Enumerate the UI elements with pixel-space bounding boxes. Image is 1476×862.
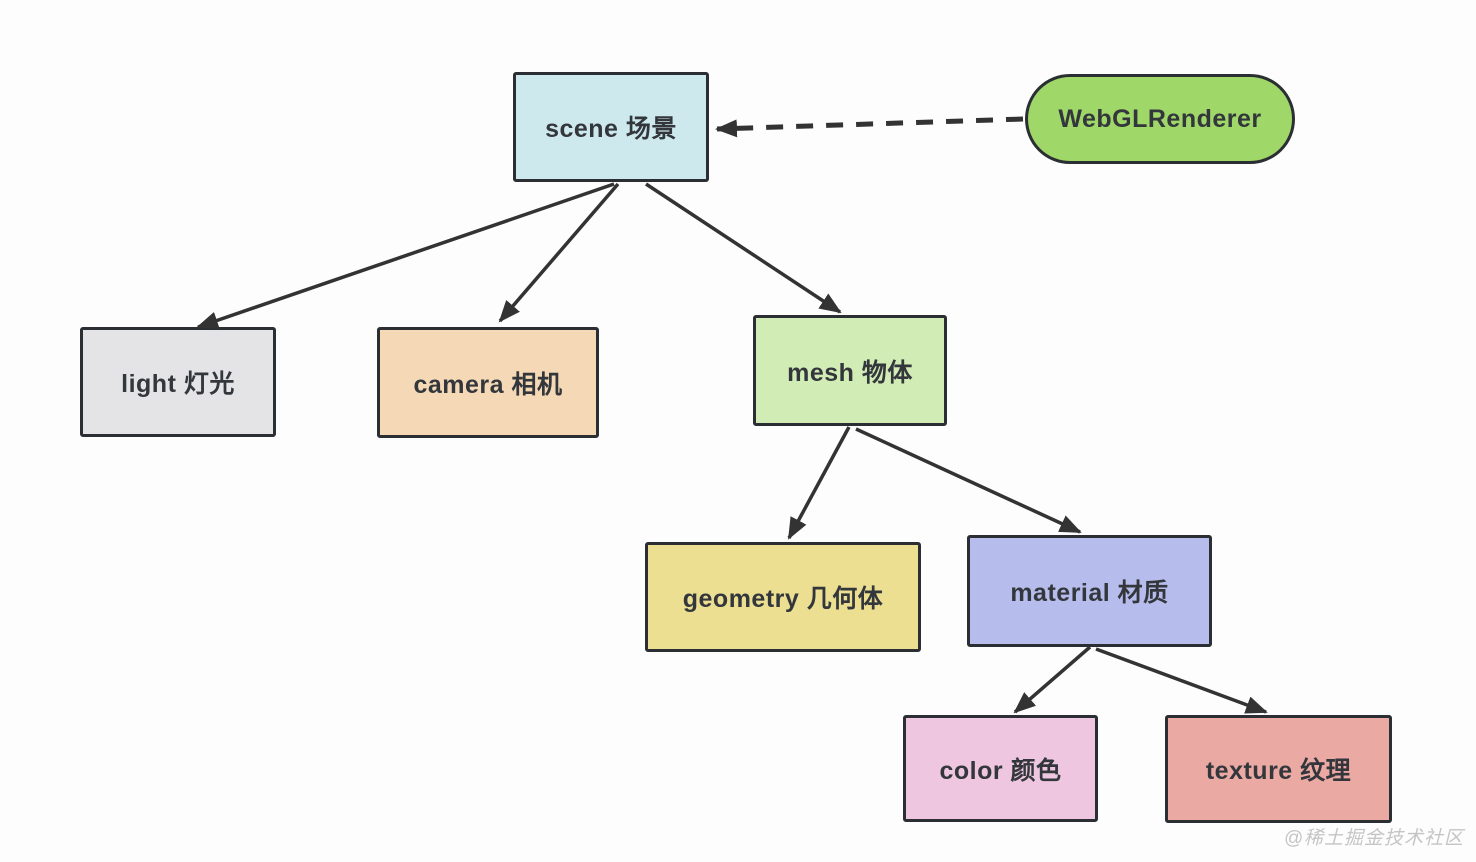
node-label-webglrenderer: WebGLRenderer [1058,104,1262,133]
node-mesh: mesh 物体 [753,315,947,426]
node-color: color 颜色 [903,715,1098,822]
node-label-color: color 颜色 [939,756,1062,785]
node-material: material 材质 [967,535,1212,647]
node-label-texture: texture 纹理 [1205,757,1352,785]
node-webglrenderer: WebGLRenderer [1025,74,1295,164]
node-camera: camera 相机 [377,327,599,438]
edge-material-texture [1095,647,1268,714]
node-label-material: material 材质 [1010,579,1169,607]
node-label-scene: scene 场景 [545,115,677,143]
node-label-camera: camera 相机 [413,370,563,399]
node-label-mesh: mesh 物体 [787,358,913,387]
node-label-geometry: geometry 几何体 [682,585,884,613]
edge-mesh-geometry [787,426,851,540]
node-scene: scene 场景 [513,72,709,182]
watermark: @稀土掘金技术社区 [1283,828,1464,849]
edge-mesh-material [855,427,1082,534]
node-texture: texture 纹理 [1165,715,1392,823]
node-light: light 灯光 [80,327,276,437]
edge-webglrenderer-scene [715,116,1024,138]
node-geometry: geometry 几何体 [645,542,921,652]
edge-scene-camera [498,182,620,323]
edge-material-color [1013,645,1092,714]
node-label-light: light 灯光 [121,370,235,398]
edge-scene-light [196,182,615,330]
edge-scene-mesh [645,182,842,314]
